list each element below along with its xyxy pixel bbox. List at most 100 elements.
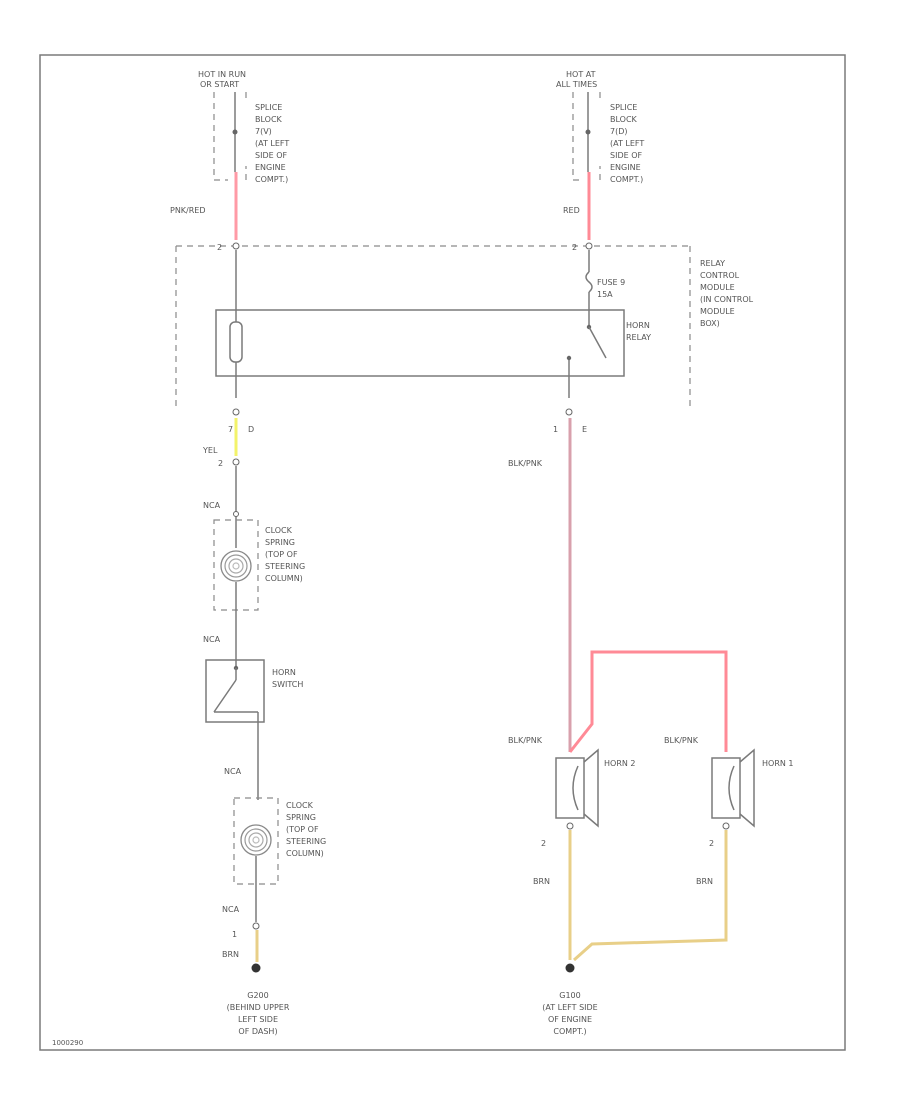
- svg-text:SIDE OF: SIDE OF: [255, 151, 287, 160]
- ground-g100-symbol: [565, 963, 575, 973]
- horn2-pin: [566, 822, 574, 830]
- svg-text:SPRING: SPRING: [286, 813, 316, 822]
- pin-top-left: 2: [217, 242, 240, 252]
- svg-text:1: 1: [553, 425, 558, 434]
- ground-g100-label: G100 (AT LEFT SIDE OF ENGINE COMPT.): [542, 991, 597, 1036]
- svg-text:RELAY: RELAY: [700, 259, 725, 268]
- svg-text:(BEHIND UPPER: (BEHIND UPPER: [227, 1003, 290, 1012]
- clock-spring-1-icon: [220, 550, 252, 582]
- relay-contact-node: [566, 355, 572, 361]
- svg-text:BOX): BOX): [700, 319, 720, 328]
- horn1-brn-wire: [573, 830, 728, 962]
- fuse-9-symbol: [585, 271, 593, 293]
- svg-text:ENGINE: ENGINE: [610, 163, 641, 172]
- clock-spring-2-label: CLOCK SPRING (TOP OF STEERING COLUMN): [286, 801, 326, 858]
- svg-text:SIDE OF: SIDE OF: [610, 151, 642, 160]
- horn2-gnd-wire-label: BRN: [533, 877, 550, 886]
- svg-text:G200: G200: [247, 991, 268, 1000]
- svg-text:1: 1: [232, 930, 237, 939]
- clock-spring-1-label: CLOCK SPRING (TOP OF STEERING COLUMN): [265, 526, 305, 583]
- svg-text:G100: G100: [559, 991, 580, 1000]
- relay-contact-arm: [588, 326, 607, 359]
- svg-text:SPLICE: SPLICE: [255, 103, 282, 112]
- left-wire2-label: NCA: [203, 501, 221, 510]
- left-wire1-label: YEL: [202, 446, 218, 455]
- right-splice-label: SPLICE BLOCK 7(D) (AT LEFT SIDE OF ENGIN…: [610, 103, 644, 184]
- svg-text:(AT LEFT: (AT LEFT: [255, 139, 289, 148]
- left-source-wire-color: PNK/RED: [170, 206, 206, 215]
- left-wire6-label: BRN: [222, 950, 239, 959]
- pin-bottom-left: 7 D: [228, 408, 254, 434]
- svg-text:RELAY: RELAY: [626, 333, 651, 342]
- svg-text:SPRING: SPRING: [265, 538, 295, 547]
- svg-text:(TOP OF: (TOP OF: [265, 550, 298, 559]
- svg-text:BLOCK: BLOCK: [610, 115, 638, 124]
- horn1-feed-wire: [568, 650, 728, 753]
- left-splice-node: [232, 129, 238, 135]
- svg-text:CONTROL: CONTROL: [700, 271, 740, 280]
- horn2-pin-label: 2: [541, 839, 546, 848]
- horn-switch-box: [205, 659, 265, 723]
- left-pin-1: 1: [232, 922, 260, 939]
- right-hot-label-2: ALL TIMES: [556, 80, 597, 89]
- svg-text:HORN: HORN: [272, 668, 296, 677]
- fuse-9-label: FUSE 9 15A: [597, 278, 625, 299]
- svg-text:COMPT.): COMPT.): [610, 175, 643, 184]
- right-splice-node: [585, 129, 591, 135]
- svg-text:(TOP OF: (TOP OF: [286, 825, 319, 834]
- horn-1-label: HORN 1: [762, 759, 794, 768]
- svg-text:CLOCK: CLOCK: [265, 526, 293, 535]
- svg-text:COMPT.): COMPT.): [553, 1027, 586, 1036]
- horn2-wire-label: BLK/PNK: [508, 736, 543, 745]
- svg-text:SPLICE: SPLICE: [610, 103, 637, 112]
- right-source-wire-color: RED: [563, 206, 580, 215]
- clock-spring-2-outline: [233, 797, 279, 885]
- ground-g200-label: G200 (BEHIND UPPER LEFT SIDE OF DASH): [227, 991, 290, 1036]
- clock-spring-2-icon: [240, 824, 272, 856]
- svg-text:BLOCK: BLOCK: [255, 115, 283, 124]
- horn-relay-box: [215, 309, 625, 377]
- svg-text:(AT LEFT: (AT LEFT: [610, 139, 644, 148]
- horn-relay-label: HORN RELAY: [626, 321, 651, 342]
- svg-text:2: 2: [218, 459, 223, 468]
- svg-text:HORN: HORN: [626, 321, 650, 330]
- horn-2-icon: [555, 748, 599, 828]
- left-wire4-label: NCA: [224, 767, 242, 776]
- svg-text:D: D: [248, 425, 254, 434]
- left-pin-2: 2: [218, 458, 240, 468]
- svg-text:COMPT.): COMPT.): [255, 175, 288, 184]
- svg-text:STEERING: STEERING: [265, 562, 305, 571]
- ground-g200-symbol: [251, 963, 261, 973]
- svg-text:MODULE: MODULE: [700, 283, 735, 292]
- left-splice-label: SPLICE BLOCK 7(V) (AT LEFT SIDE OF ENGIN…: [255, 103, 289, 184]
- svg-text:7: 7: [228, 425, 233, 434]
- svg-text:15A: 15A: [597, 290, 613, 299]
- relay-module-outline: [175, 245, 691, 410]
- svg-text:FUSE 9: FUSE 9: [597, 278, 625, 287]
- footer-code: 1000290: [52, 1039, 83, 1047]
- pin-top-right: 2: [572, 242, 593, 252]
- svg-text:SWITCH: SWITCH: [272, 680, 303, 689]
- svg-text:LEFT SIDE: LEFT SIDE: [238, 1015, 278, 1024]
- svg-text:COLUMN): COLUMN): [265, 574, 303, 583]
- left-wire5-label: NCA: [222, 905, 240, 914]
- horn1-gnd-wire-label: BRN: [696, 877, 713, 886]
- svg-text:ENGINE: ENGINE: [255, 163, 286, 172]
- horn-2-label: HORN 2: [604, 759, 636, 768]
- svg-text:7(V): 7(V): [255, 127, 272, 136]
- right-splice-outline: [572, 92, 601, 181]
- svg-text:2: 2: [572, 243, 577, 252]
- right-wire1-label: BLK/PNK: [508, 459, 543, 468]
- svg-text:COLUMN): COLUMN): [286, 849, 324, 858]
- horn-1-icon: [711, 748, 755, 828]
- horn-switch-label: HORN SWITCH: [272, 668, 303, 689]
- svg-text:7(D): 7(D): [610, 127, 628, 136]
- svg-text:STEERING: STEERING: [286, 837, 326, 846]
- left-splice-outline: [213, 92, 247, 181]
- horn1-pin: [722, 822, 730, 830]
- svg-text:OF ENGINE: OF ENGINE: [548, 1015, 592, 1024]
- left-wire3-label: NCA: [203, 635, 221, 644]
- relay-module-label: RELAY CONTROL MODULE (IN CONTROL MODULE …: [700, 259, 754, 328]
